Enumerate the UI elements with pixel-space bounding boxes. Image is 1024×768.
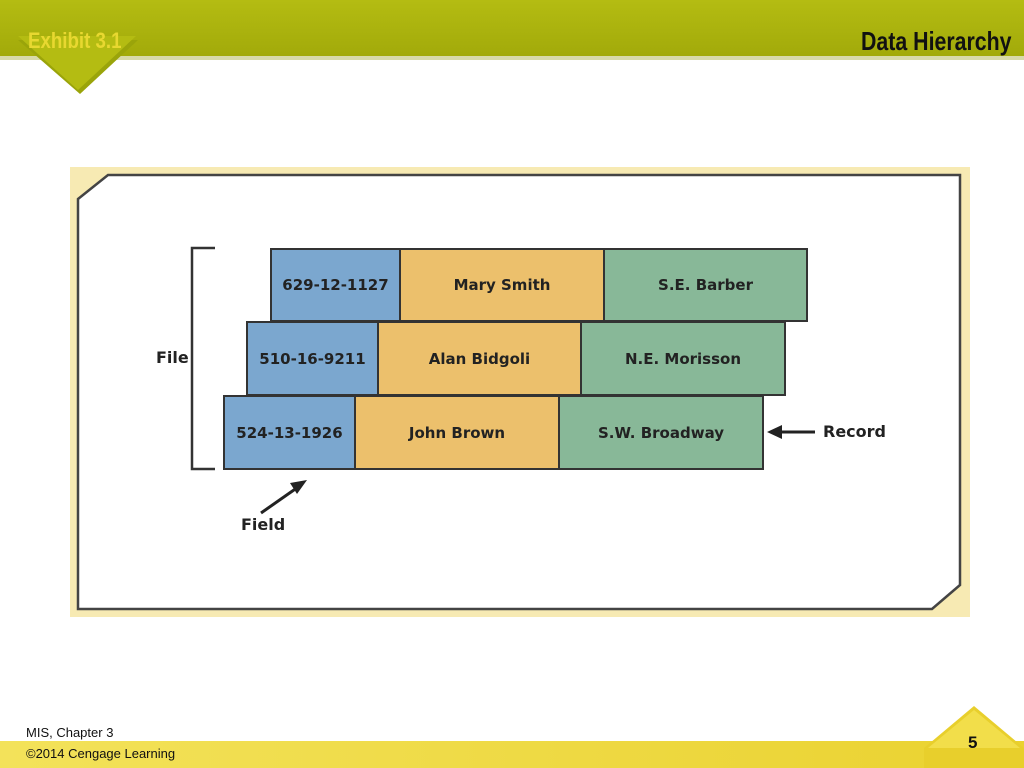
footer-bar — [0, 741, 1024, 768]
exhibit-label: Exhibit 3.1 — [28, 28, 122, 53]
page-number-shape — [924, 706, 1024, 768]
field-ssn: 524-13-1926 — [223, 395, 356, 470]
field-address: N.E. Morisson — [580, 321, 786, 396]
header-shadow — [0, 56, 1024, 60]
field-ssn: 629-12-1127 — [270, 248, 401, 322]
field-name: John Brown — [354, 395, 560, 470]
record-label: Record — [823, 422, 886, 441]
footer-chapter: MIS, Chapter 3 — [26, 725, 114, 740]
header-bar — [0, 0, 1024, 56]
data-hierarchy-figure: 629-12-1127 Mary Smith S.E. Barber 510-1… — [70, 167, 970, 617]
field-label: Field — [241, 515, 286, 534]
exhibit-tab-shape — [18, 36, 138, 94]
file-label: File — [156, 348, 189, 367]
field-address: S.E. Barber — [603, 248, 808, 322]
field-ssn: 510-16-9211 — [246, 321, 379, 396]
slide-title: Data Hierarchy — [861, 26, 1012, 56]
field-name: Mary Smith — [399, 248, 605, 322]
field-name: Alan Bidgoli — [377, 321, 582, 396]
footer-copyright: ©2014 Cengage Learning — [26, 746, 176, 761]
field-address: S.W. Broadway — [558, 395, 764, 470]
page-number: 5 — [968, 733, 978, 752]
